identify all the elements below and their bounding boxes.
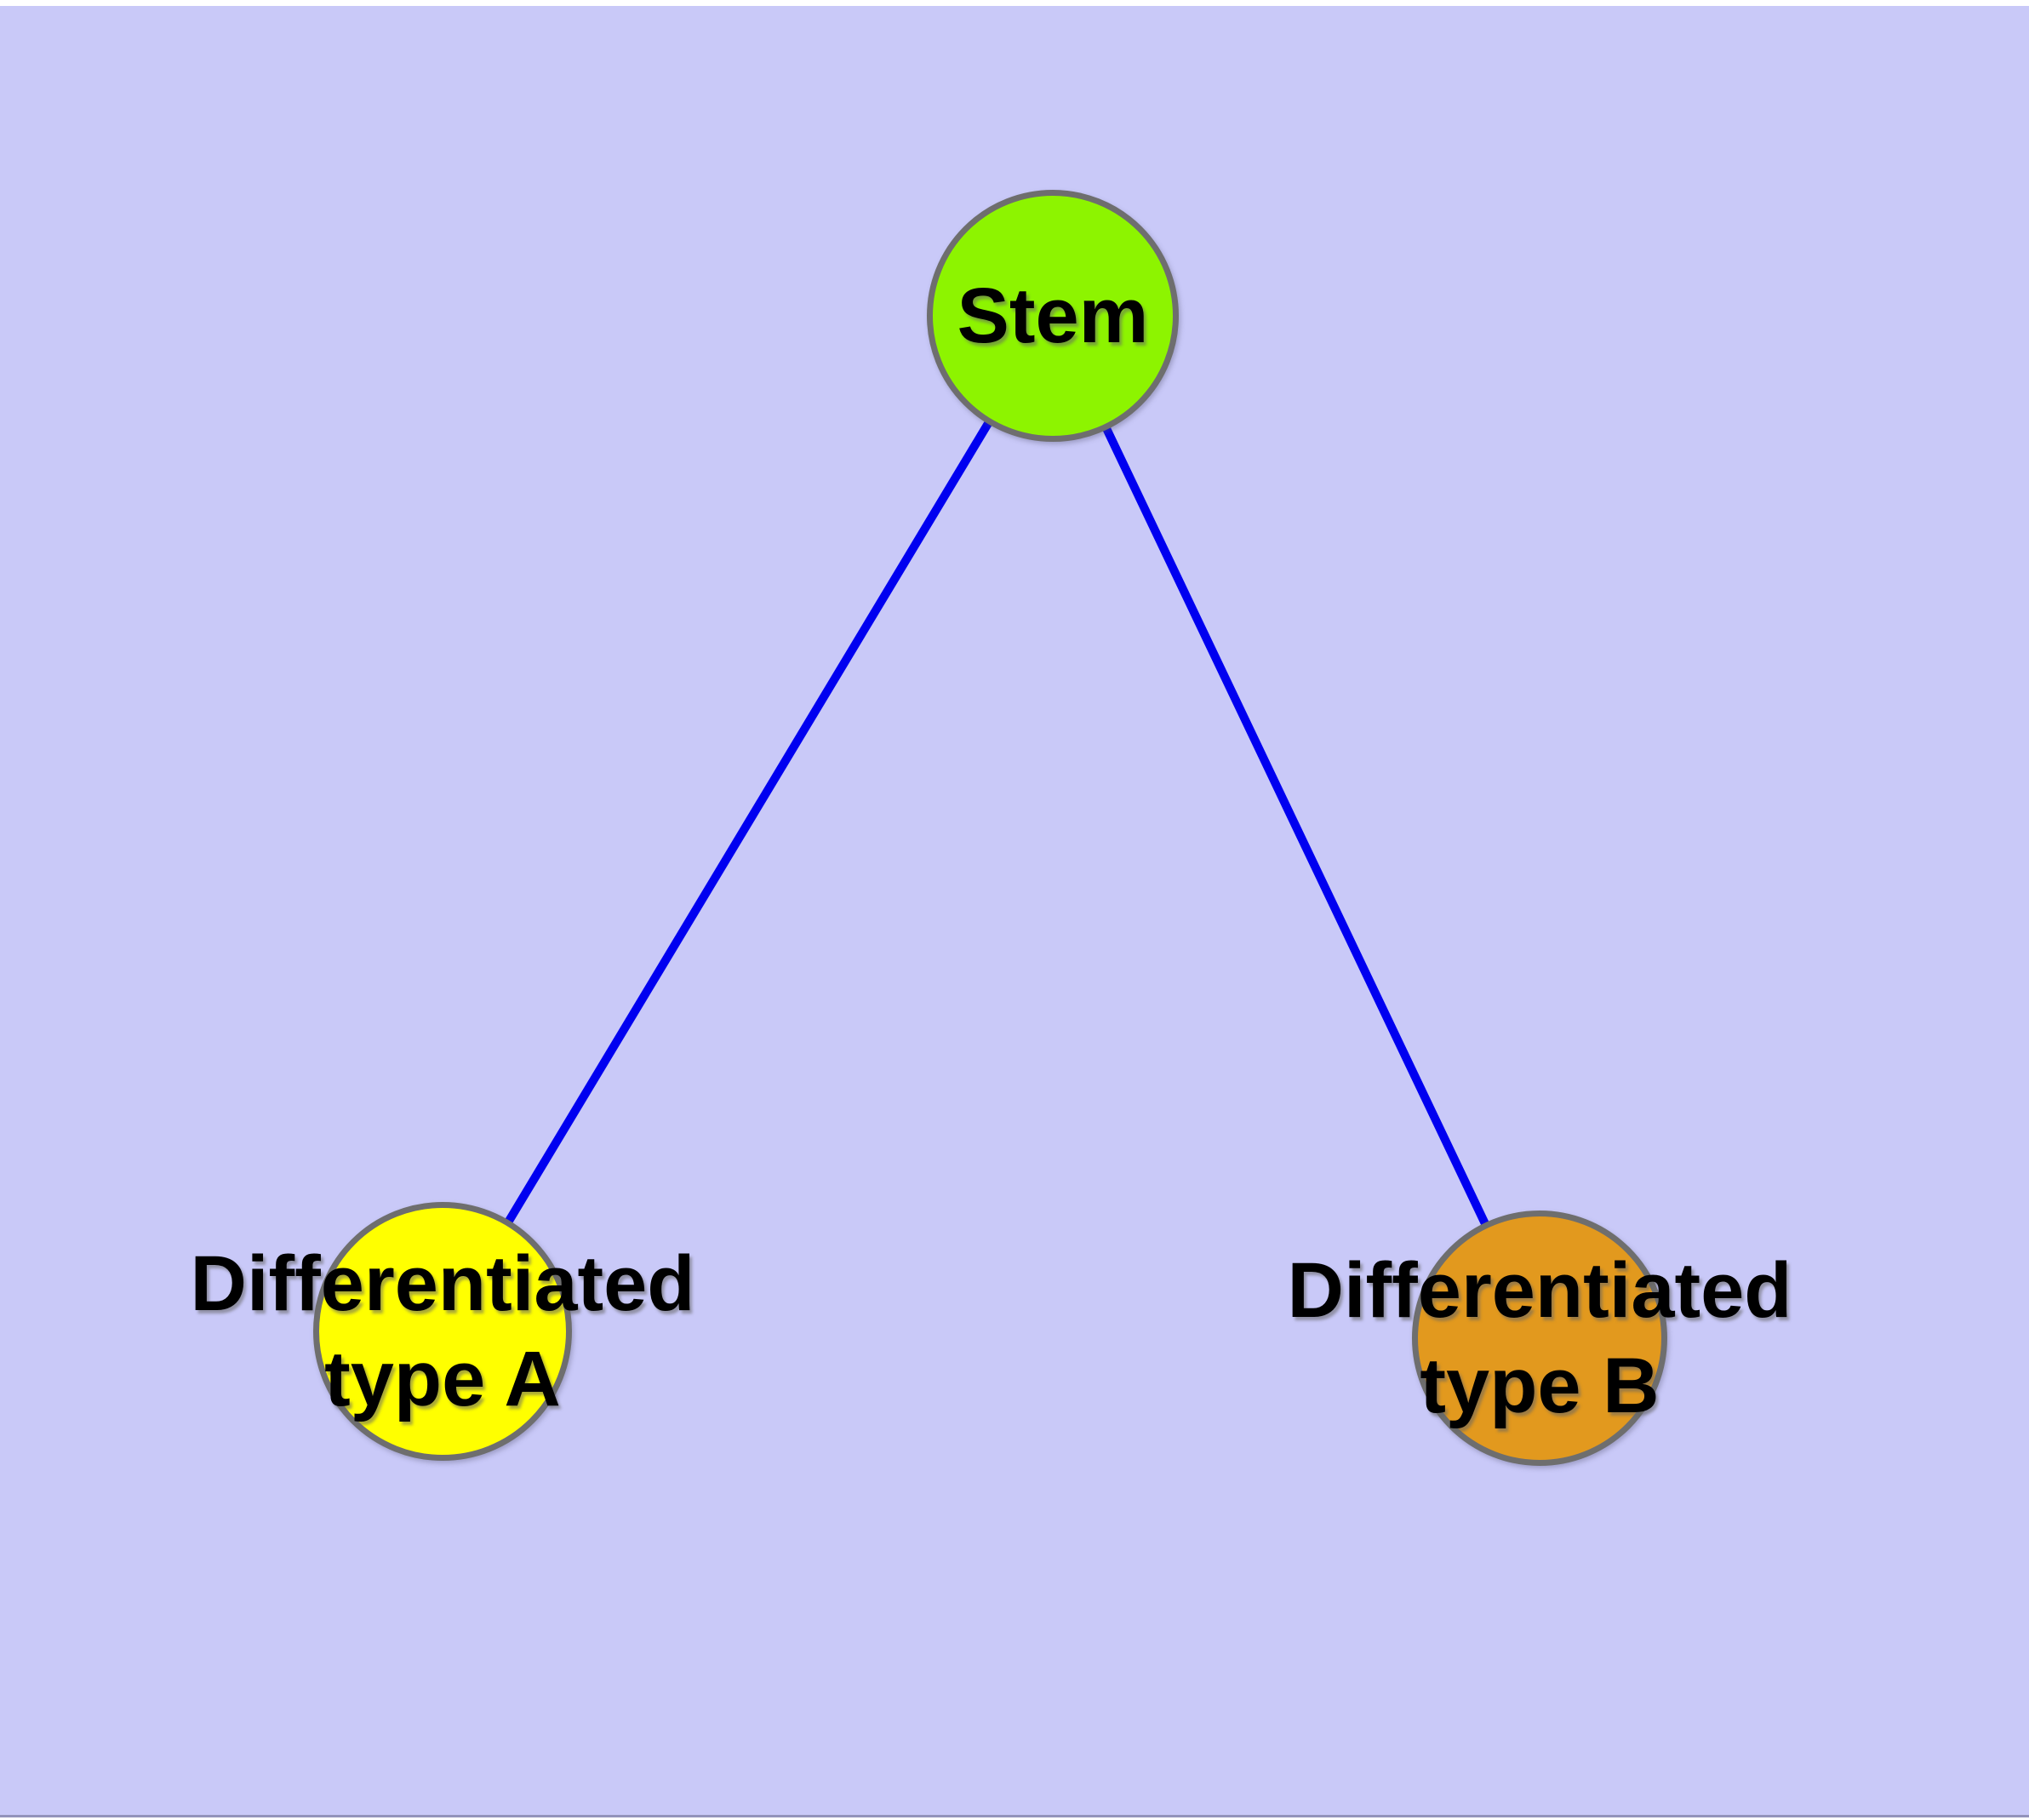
diagram-canvas: Stem Differentiated type A Differentiate…: [0, 6, 2029, 1817]
differentiated-type-b-label: Differentiated type B: [1287, 1247, 1792, 1429]
edge-stem-to-diff-a: [438, 313, 1057, 1334]
stem-node-label: Stem: [957, 272, 1149, 359]
edge-stem-to-diff-b: [1049, 313, 1544, 1341]
window-top-margin: [0, 0, 2029, 6]
stem-node: Stem: [927, 190, 1179, 442]
window-bottom-edge: [0, 1815, 2029, 1817]
differentiated-type-b-node: Differentiated type B: [1288, 1210, 1792, 1466]
edges-svg: [438, 313, 1544, 1341]
differentiated-type-a-node: Differentiated type A: [191, 1202, 694, 1461]
differentiated-type-a-label: Differentiated type A: [190, 1240, 695, 1422]
